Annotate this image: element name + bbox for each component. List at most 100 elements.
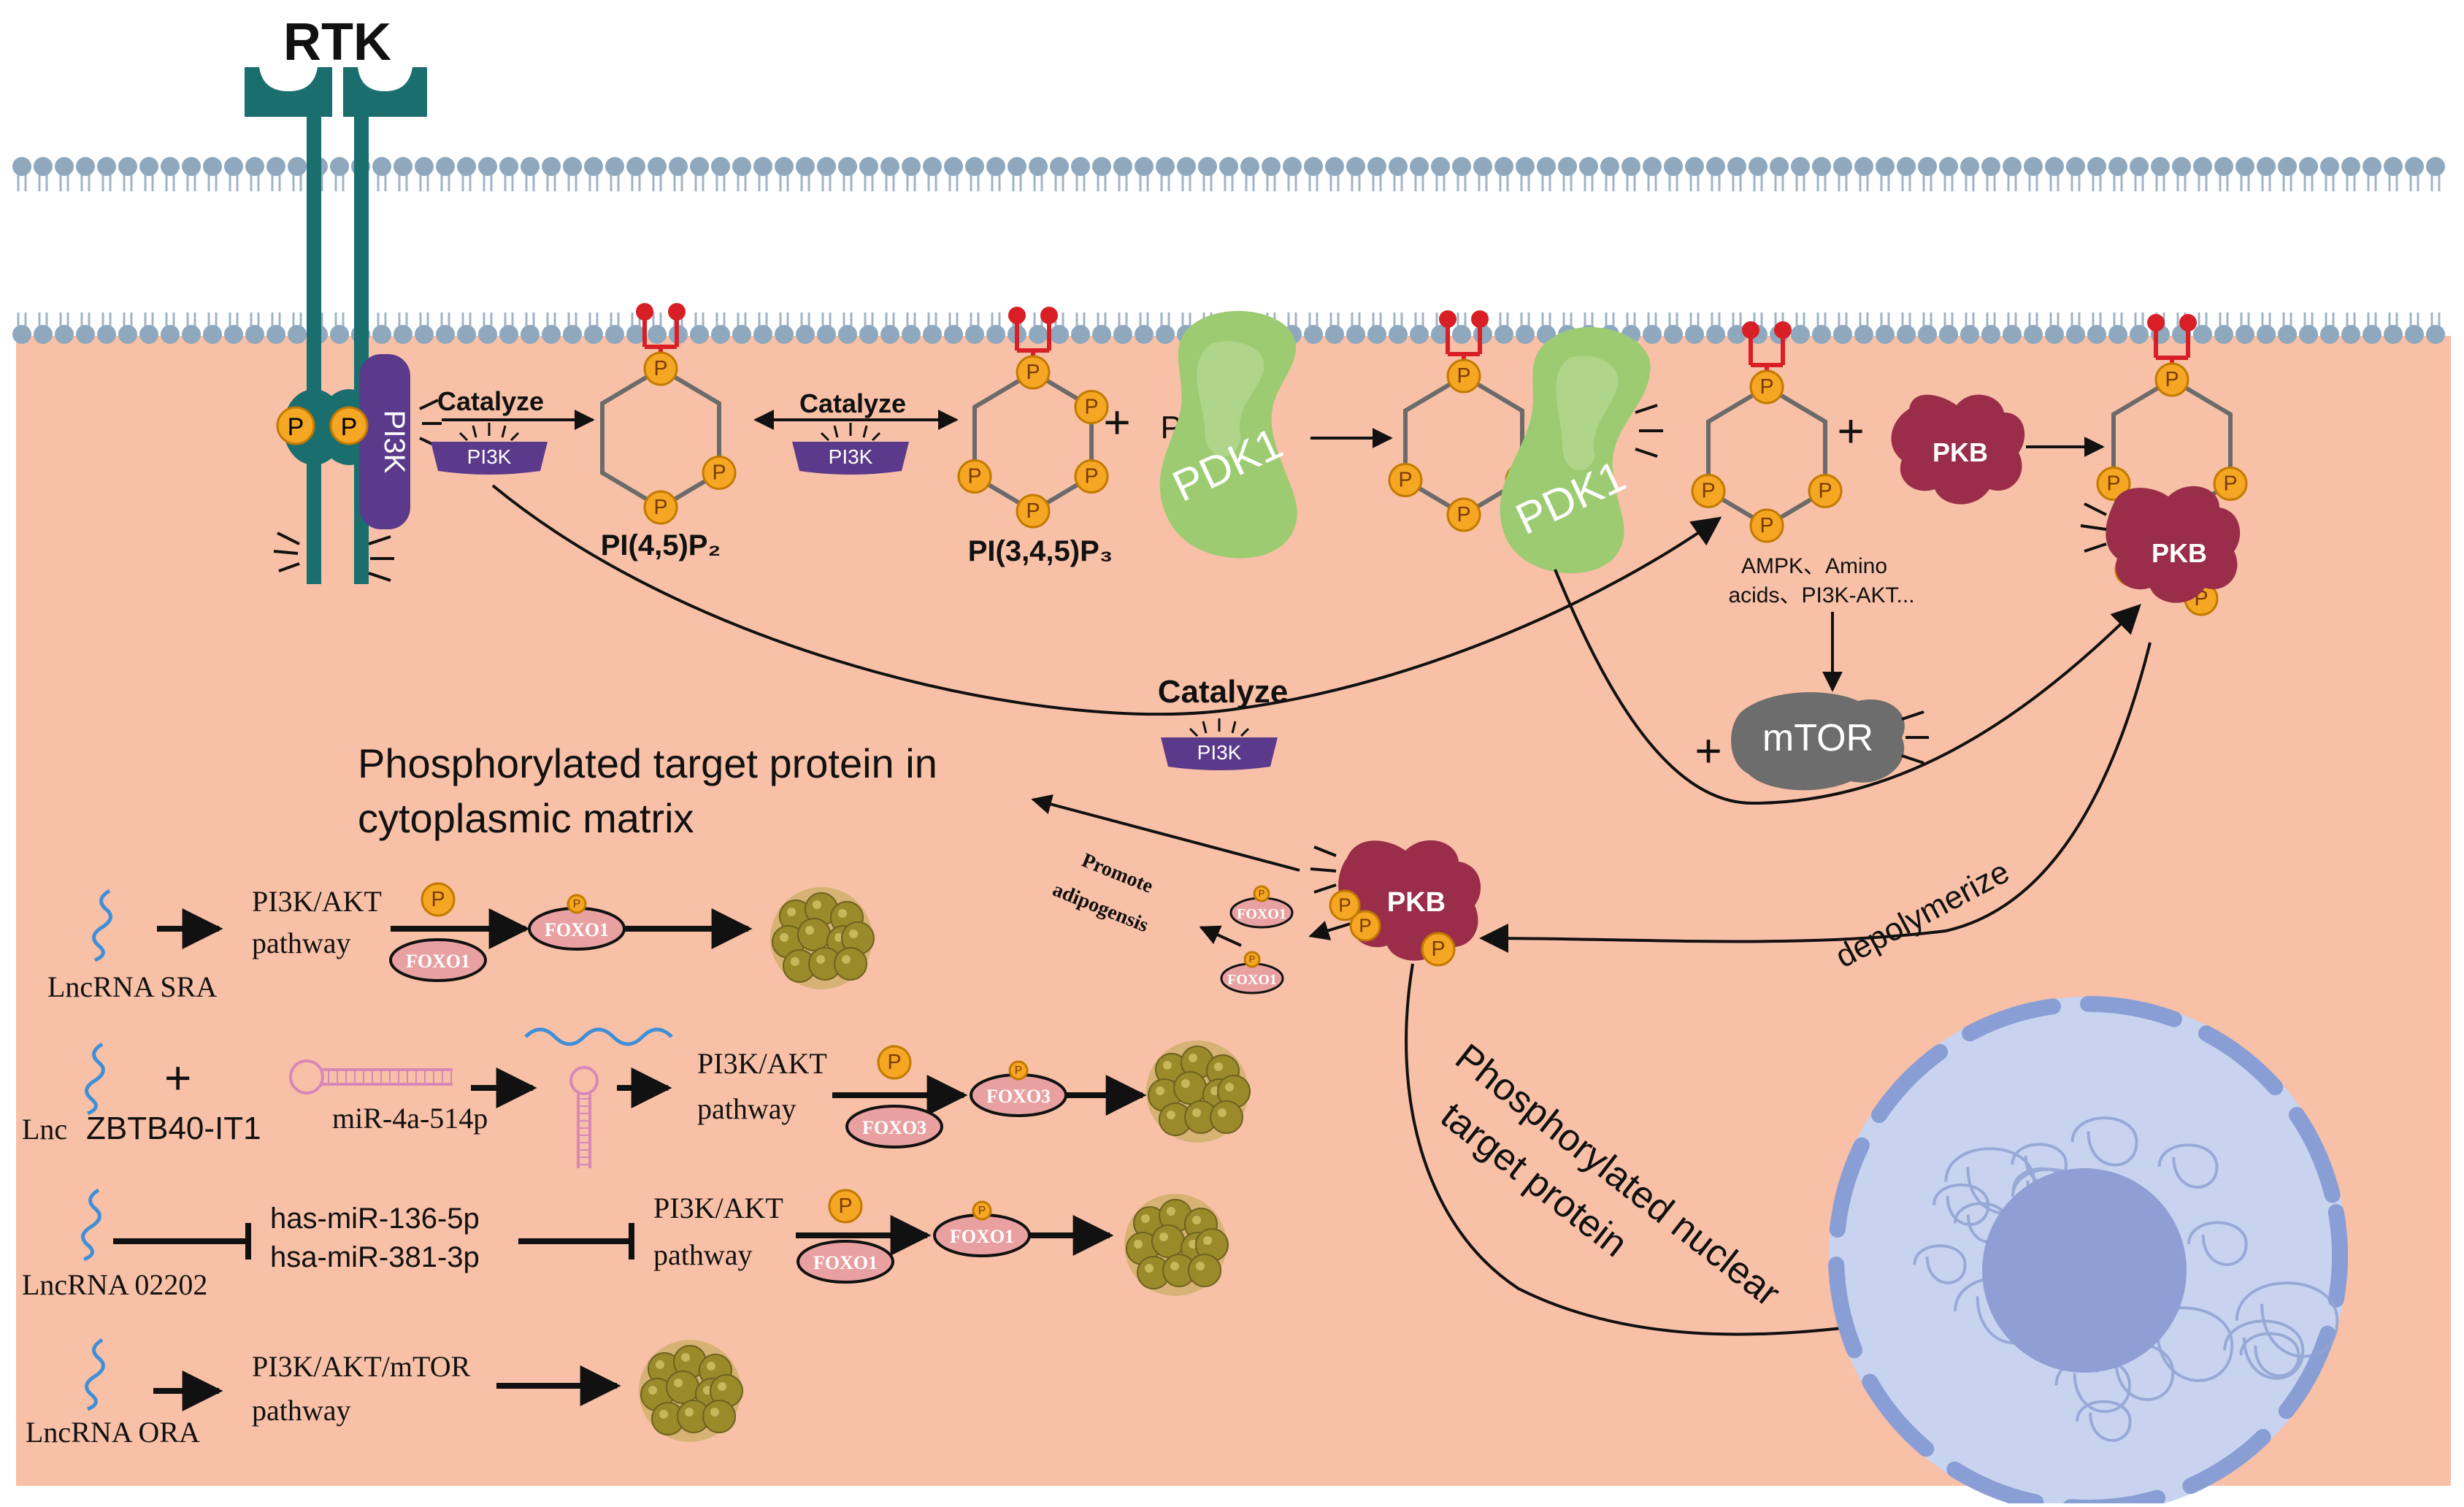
phosphate-label: P bbox=[1015, 1065, 1022, 1077]
mtor-activity-marks bbox=[1901, 710, 1929, 764]
phosphate-label: P bbox=[1338, 894, 1351, 916]
phosphate-label: P bbox=[1249, 954, 1256, 965]
mtor-label: mTOR bbox=[1762, 717, 1873, 759]
pip3-ring: P P P P P bbox=[957, 307, 1109, 529]
pi3k-label: PI3K bbox=[829, 445, 873, 468]
cyto-target-line2: cytoplasmic matrix bbox=[358, 795, 694, 841]
row3-lnc-label: LncRNA 02202 bbox=[22, 1268, 207, 1301]
phosphate-label: P bbox=[1359, 914, 1371, 936]
foxo-label: FOXO1 bbox=[406, 951, 470, 972]
lipid-droplets bbox=[639, 887, 1251, 1442]
foxo-protein bbox=[845, 1105, 943, 1149]
pip3-ring-mtor: P P P P bbox=[1691, 321, 1843, 543]
phosphate-label: P bbox=[653, 496, 667, 519]
phosphate-label: P bbox=[653, 357, 667, 380]
pip2-ring: PPP bbox=[600, 303, 737, 525]
arrow-nuclear-target bbox=[1405, 963, 1897, 1340]
phosphate-label: P bbox=[2106, 472, 2120, 496]
row3-pathway-line2: pathway bbox=[653, 1238, 753, 1271]
lncrna-strands bbox=[81, 889, 673, 1411]
row4-pathway-line2: pathway bbox=[252, 1394, 351, 1427]
phosphate-label: P bbox=[288, 413, 304, 441]
foxo-label: FOXO3 bbox=[862, 1117, 926, 1138]
row1-pathway-line1: PI3K/AKT bbox=[252, 885, 382, 918]
pi3k-enzyme: PI3K bbox=[792, 423, 909, 475]
foxo-phospho-label: FOXO1 bbox=[950, 1226, 1014, 1247]
mirna-hairpins bbox=[289, 1059, 599, 1168]
pip2-label: PI(4,5)P₂ bbox=[601, 529, 721, 561]
pip3-label: PI(3,4,5)P₃ bbox=[968, 535, 1113, 567]
foxo-small-label: FOXO1 bbox=[1237, 906, 1286, 922]
pkb-cyto-label: PKB bbox=[1387, 887, 1446, 918]
row2-pathway-line2: pathway bbox=[697, 1092, 797, 1125]
foxo-phospho-label: FOXO1 bbox=[545, 919, 609, 940]
rtk-phosphates: P P bbox=[276, 406, 369, 445]
phosphate-label: P bbox=[967, 465, 981, 488]
mtor-complex: mTOR bbox=[1731, 692, 1905, 791]
lncrna-strand bbox=[85, 1042, 105, 1116]
catalyze-label-2: Catalyze bbox=[799, 388, 906, 418]
pdk1-free: PDK1 bbox=[1159, 310, 1297, 559]
phosphate-label: P bbox=[1759, 375, 1773, 399]
pkb-cyto-activity-marks bbox=[1310, 845, 1337, 894]
row1-lnc-label: LncRNA SRA bbox=[47, 970, 217, 1003]
phosphate-label: P bbox=[1818, 480, 1832, 503]
lncrna-rows: LncRNA SRA PI3K/AKT pathway + Lnc ZBTB40… bbox=[22, 885, 1147, 1449]
foxo-label: FOXO1 bbox=[813, 1252, 878, 1273]
row2-plus: + bbox=[164, 1051, 191, 1104]
phosphate-label: P bbox=[1456, 503, 1470, 526]
arrow-cyto-target bbox=[1031, 794, 1300, 872]
row4-lnc-label: LncRNA ORA bbox=[26, 1416, 200, 1449]
lncrna-binding-strand bbox=[524, 1027, 673, 1046]
phosphate-label: P bbox=[1456, 364, 1470, 388]
arrow-pkb-foxo bbox=[1308, 921, 1351, 940]
row4-pathway-line1: PI3K/AKT/mTOR bbox=[252, 1350, 471, 1383]
phosphate-label: P bbox=[1026, 361, 1040, 384]
pi3k-enzyme: PI3K bbox=[1161, 718, 1278, 770]
row2-lnc-prefix: Lnc bbox=[22, 1113, 67, 1146]
arrow-pdk1-mtor-pkb bbox=[1554, 569, 2141, 805]
phosphate-label: P bbox=[1759, 514, 1773, 537]
row1-pathway-line2: pathway bbox=[252, 927, 351, 959]
phosphate-label: P bbox=[1701, 480, 1715, 503]
cyto-target-line1: Phosphorylated target protein in bbox=[358, 740, 937, 786]
phosphate-label: P bbox=[573, 898, 580, 910]
activity-marks bbox=[273, 399, 442, 582]
row2-lnc-name: ZBTB40-IT1 bbox=[86, 1111, 261, 1146]
lncrna-strand bbox=[85, 1338, 105, 1411]
foxo-phospho-label: FOXO3 bbox=[986, 1086, 1051, 1107]
nucleus bbox=[1828, 996, 2348, 1507]
phosphate-label: P bbox=[1084, 396, 1098, 419]
pdk1-bound: PDK1 bbox=[1500, 327, 1651, 574]
row3-mirna1: has-miR-136-5p bbox=[270, 1203, 480, 1235]
pkb-bound-label: PKB bbox=[2152, 538, 2207, 568]
phosphate-label: P bbox=[1398, 469, 1412, 492]
row3-mirna2: hsa-miR-381-3p bbox=[270, 1241, 480, 1273]
foxo-small-label: FOXO1 bbox=[1227, 972, 1277, 988]
pi3k-label: PI3K bbox=[467, 445, 512, 468]
phosphate-label: P bbox=[1084, 465, 1098, 488]
arrow-depolymerize bbox=[1479, 642, 2152, 954]
plus-sign-1: + bbox=[1103, 396, 1130, 448]
pkb-free: PKB bbox=[1891, 394, 2025, 505]
mirna-hairpin bbox=[289, 1059, 324, 1094]
phosphate-label: P bbox=[341, 413, 358, 441]
pi3k-docked: PI3K bbox=[359, 354, 410, 529]
rtk-label: RTK bbox=[283, 13, 391, 72]
mirna-bound-hairpin bbox=[569, 1066, 599, 1095]
phosphate-label: P bbox=[2223, 472, 2237, 496]
pkb-bound: PKB bbox=[2106, 486, 2241, 603]
arrow-foxo-promote bbox=[1199, 925, 1242, 947]
plus-sign-mtor: + bbox=[1695, 724, 1722, 777]
plus-sign-2: + bbox=[1837, 404, 1864, 457]
lncrna-strand bbox=[81, 1188, 101, 1262]
phosphate-label: P bbox=[838, 1195, 852, 1218]
phosphate-label: P bbox=[1026, 499, 1040, 523]
pi3k-label: PI3K bbox=[1197, 741, 1242, 764]
phosphate-label: P bbox=[431, 888, 445, 911]
lncrna-strand bbox=[92, 889, 112, 962]
